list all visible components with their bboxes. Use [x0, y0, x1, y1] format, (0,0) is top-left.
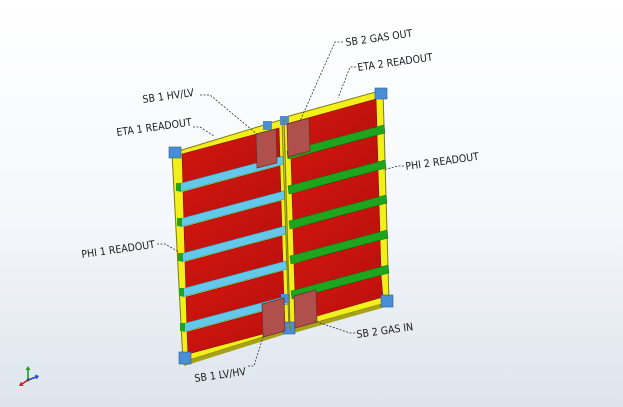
label-eta2-readout: ETA 2 READOUT	[357, 52, 434, 74]
label-sb1-hv-lv: SB 1 HV/LV	[142, 87, 196, 106]
chamber-1-edge-pad	[178, 253, 183, 261]
chamber-2-strip	[288, 194, 388, 230]
chamber-1-corner-block	[178, 351, 192, 365]
chamber-2-frame-shadow	[289, 302, 389, 334]
leader-phi2-readout	[382, 165, 404, 171]
chamber-2-corner-block	[374, 87, 388, 100]
label-sb1-lv-hv: SB 1 LV/HV	[194, 366, 248, 385]
leader-sb2-gas-in	[313, 320, 355, 334]
chamber-2-strip	[289, 229, 389, 265]
sb2-gas-in-box	[293, 289, 318, 329]
label-sb2-gas-out: SB 2 GAS OUT	[345, 28, 414, 49]
chamber-1-edge-pad	[177, 218, 182, 226]
sb1-hv-lv-box	[255, 128, 278, 169]
chamber-1-edge-pad	[179, 288, 184, 296]
chamber-2-corner-block	[380, 294, 394, 308]
chamber-2-strip	[287, 159, 387, 195]
chamber-1-corner-block	[168, 146, 182, 159]
leader-phi1-readout	[157, 243, 180, 253]
label-sb2-gas-in: SB 2 GAS IN	[356, 321, 414, 341]
center-spacer-block	[281, 294, 290, 303]
leader-sb1-lv-hv	[248, 333, 265, 367]
sb2-gas-out-box	[286, 117, 311, 158]
leader-lines	[157, 41, 404, 367]
leader-eta1-readout	[193, 126, 215, 137]
chamber-1-edge-pad	[176, 183, 181, 191]
leader-sb2-gas-out	[299, 41, 343, 122]
center-joint	[263, 116, 291, 331]
chamber-1	[168, 117, 293, 366]
chamber-1-frame-shadow	[183, 328, 292, 366]
service-boxes	[255, 117, 318, 338]
label-eta1-readout: ETA 1 READOUT	[116, 117, 193, 139]
chamber-1-edge-pad	[180, 323, 185, 331]
sb1-lv-hv-box	[261, 297, 286, 338]
center-seam	[283, 119, 291, 331]
xyz-axis-triad-icon[interactable]	[19, 366, 39, 386]
leader-eta2-readout	[337, 66, 356, 99]
label-phi2-readout: PHI 2 READOUT	[405, 151, 480, 173]
label-phi1-readout: PHI 1 READOUT	[81, 239, 156, 261]
center-spacer-block	[263, 121, 272, 130]
